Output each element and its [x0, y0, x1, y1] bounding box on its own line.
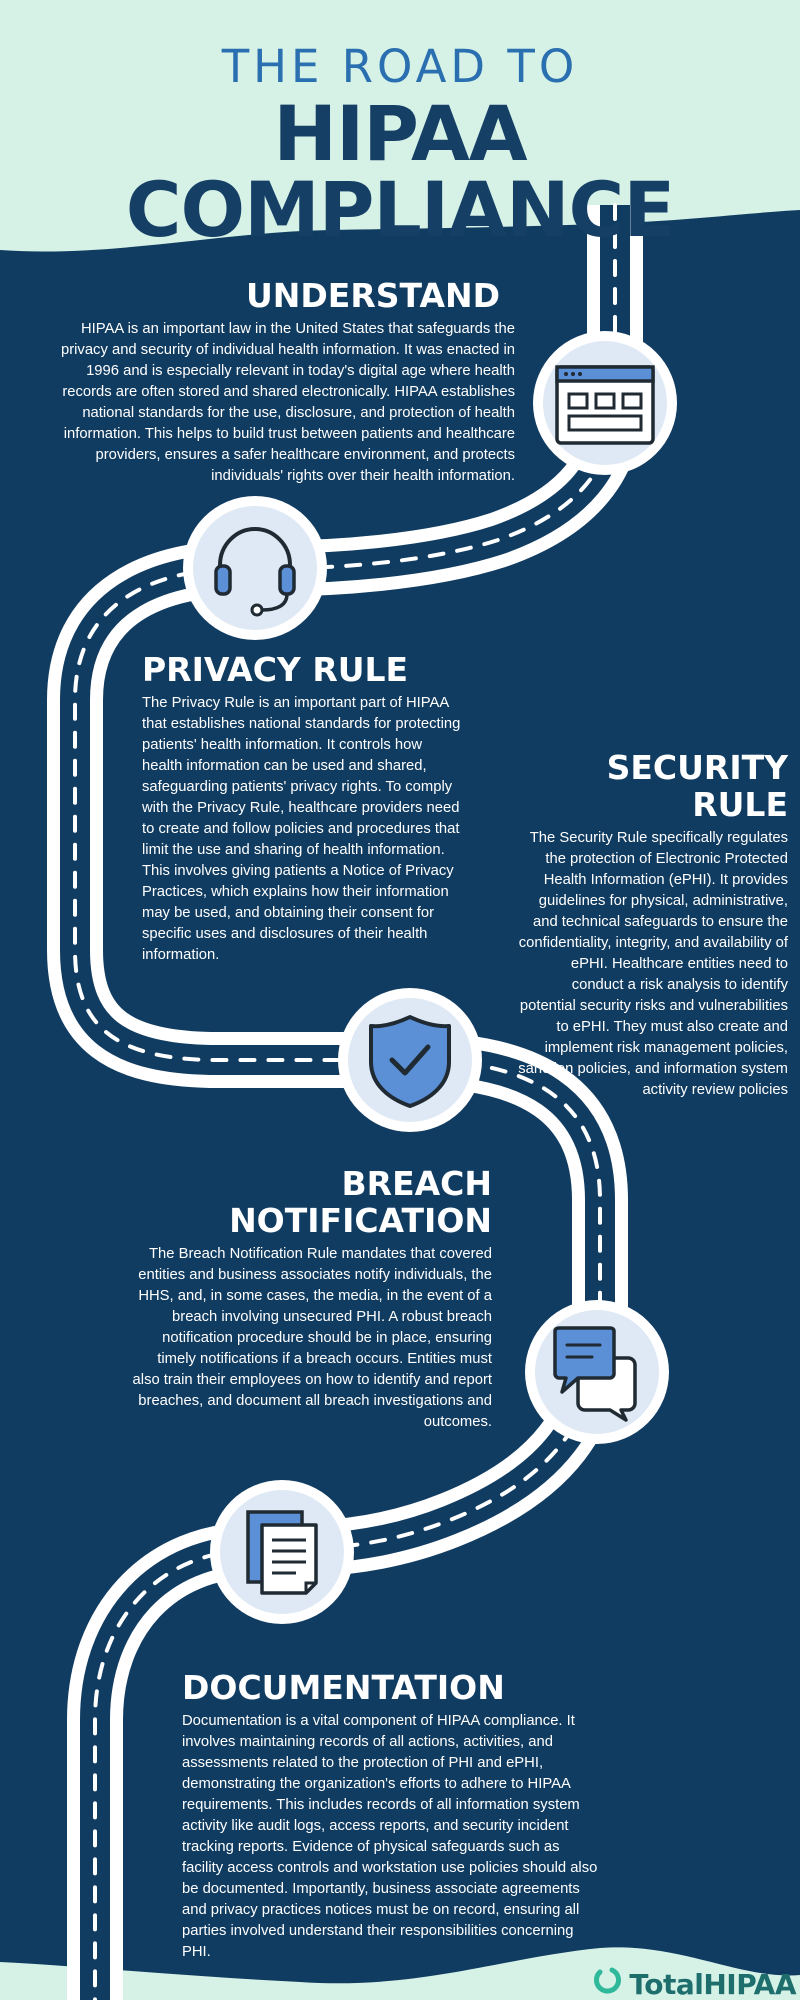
privacy-body: The Privacy Rule is an important part of…	[142, 694, 461, 963]
documentation-title: DOCUMENTATION	[182, 1668, 505, 1707]
breach-body: The Breach Notification Rule mandates th…	[132, 1245, 492, 1430]
privacy-title: PRIVACY RULE	[142, 650, 409, 689]
documentation-section: DOCUMENTATION Documentation is a vital c…	[182, 1668, 604, 1963]
header-subtitle: THE ROAD TO	[221, 40, 579, 93]
understand-title: UNDERSTAND	[245, 276, 500, 315]
header-title: HIPAA COMPLIANCE	[125, 89, 676, 254]
security-body: The Security Rule specifically regulates…	[518, 829, 788, 1098]
understand-body: HIPAA is an important law in the United …	[60, 320, 515, 484]
headset-icon	[183, 496, 327, 640]
chat-bubbles-icon	[525, 1300, 669, 1444]
breach-title-line2: NOTIFICATION	[229, 1200, 492, 1240]
breach-title-line1: BREACH	[341, 1164, 492, 1203]
understand-section: UNDERSTAND HIPAA is an important law in …	[50, 276, 515, 487]
footer-logo[interactable]: TotalHIPAA	[629, 1968, 796, 2000]
privacy-section: PRIVACY RULE The Privacy Rule is an impo…	[142, 650, 464, 966]
logo-text: TotalHIPAA	[629, 1967, 796, 2000]
breach-title: BREACH NOTIFICATION	[130, 1164, 492, 1240]
breach-section: BREACH NOTIFICATION The Breach Notificat…	[130, 1164, 492, 1433]
security-title: SECURITY RULE	[606, 748, 788, 824]
security-section: SECURITY RULE The Security Rule specific…	[515, 748, 788, 1101]
shield-check-icon	[338, 988, 482, 1132]
documents-icon	[210, 1480, 354, 1624]
totalhipaa-logo-mark	[594, 1967, 621, 1994]
browser-window-icon	[533, 331, 677, 475]
documentation-body: Documentation is a vital component of HI…	[182, 1712, 598, 1960]
